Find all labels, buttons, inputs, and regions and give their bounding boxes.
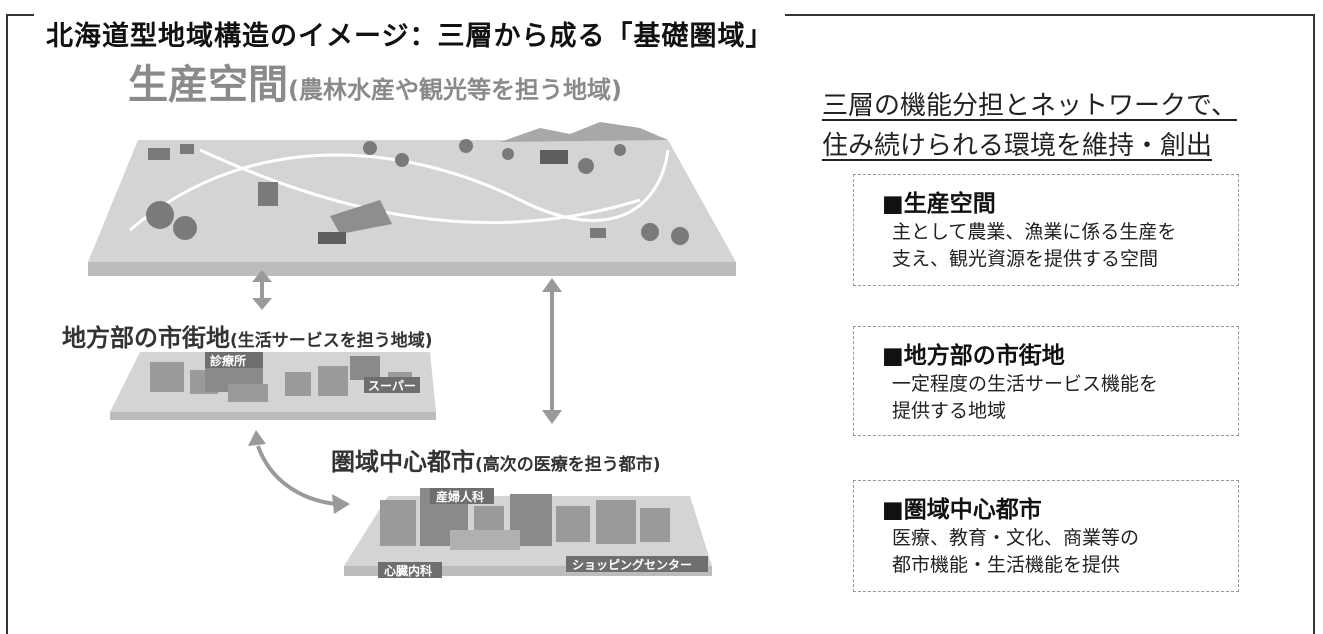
box-production-title: ■生産空間 bbox=[882, 191, 996, 217]
clinic-tag: 診療所 bbox=[210, 353, 246, 368]
production-heading: 生産空間(農林水産や観光等を担う地域) bbox=[128, 52, 622, 110]
headline-line1: 三層の機能分担とネットワークで、 bbox=[822, 91, 1237, 121]
rural-heading: 地方部の市街地(生活サービスを担う地域) bbox=[62, 318, 433, 353]
box-rural-title: ■地方部の市街地 bbox=[882, 343, 1065, 369]
box-rural: ■地方部の市街地 一定程度の生活サービス機能を 提供する地域 bbox=[853, 326, 1239, 436]
road-curve-2 bbox=[199, 148, 641, 225]
core-buildings bbox=[380, 488, 670, 550]
obgyn-tag: 産婦人科 bbox=[436, 489, 484, 504]
road-curve bbox=[129, 149, 670, 232]
clinic-tag-bg bbox=[205, 352, 263, 368]
box-production-line2: 支え、観光資源を提供する空間 bbox=[892, 248, 1159, 270]
arrow-rural-core bbox=[248, 430, 350, 514]
core-subtitle: (高次の医療を担う都市) bbox=[475, 455, 661, 475]
production-objects bbox=[146, 139, 689, 245]
arrow-production-core bbox=[542, 278, 562, 424]
box-rural-line1: 一定程度の生活サービス機能を bbox=[892, 373, 1159, 395]
obgyn-tag-bg bbox=[430, 488, 494, 504]
rural-subtitle: (生活サービスを担う地域) bbox=[230, 331, 433, 351]
box-core: ■圏域中心都市 医療、教育・文化、商業等の 都市機能・生活機能を提供 bbox=[853, 480, 1239, 592]
rural-plane-edge bbox=[110, 412, 436, 420]
production-plane-edge bbox=[88, 262, 736, 276]
core-heading: 圏域中心都市(高次の医療を担う都市) bbox=[331, 442, 661, 477]
box-production: ■生産空間 主として農業、漁業に係る生産を 支え、観光資源を提供する空間 bbox=[853, 174, 1239, 286]
box-rural-line2: 提供する地域 bbox=[892, 400, 1007, 422]
cardio-tag: 心臓内科 bbox=[384, 563, 432, 578]
diagram-frame: 北海道型地域構造のイメージ：三層から成る「基礎圏域」 bbox=[6, 14, 1315, 634]
cardio-tag-bg bbox=[378, 562, 442, 578]
illustration: 診療所 スーパー 産婦人科 心臓内科 ショッピングセンター bbox=[88, 122, 736, 578]
headline: 三層の機能分担とネットワークで、 住み続けられる環境を維持・創出 bbox=[822, 86, 1237, 166]
production-title: 生産空間 bbox=[128, 62, 288, 108]
headline-line2: 住み続けられる環境を維持・創出 bbox=[822, 131, 1213, 161]
rural-title: 地方部の市街地 bbox=[62, 324, 230, 352]
core-title: 圏域中心都市 bbox=[331, 448, 475, 476]
production-subtitle: (農林水産や観光等を担う地域) bbox=[288, 76, 622, 104]
super-tag-bg bbox=[364, 377, 420, 393]
frame-title: 北海道型地域構造のイメージ：三層から成る「基礎圏域」 bbox=[34, 14, 786, 53]
shopping-tag: ショッピングセンター bbox=[572, 557, 692, 572]
box-core-line2: 都市機能・生活機能を提供 bbox=[892, 554, 1121, 576]
super-tag: スーパー bbox=[368, 379, 416, 393]
shopping-tag-bg bbox=[566, 556, 708, 572]
box-core-title: ■圏域中心都市 bbox=[882, 497, 1042, 523]
box-core-line1: 医療、教育・文化、商業等の bbox=[892, 527, 1140, 549]
arrow-production-rural bbox=[252, 270, 272, 310]
box-production-line1: 主として農業、漁業に係る生産を bbox=[892, 221, 1177, 243]
mountain-range bbox=[500, 122, 668, 142]
